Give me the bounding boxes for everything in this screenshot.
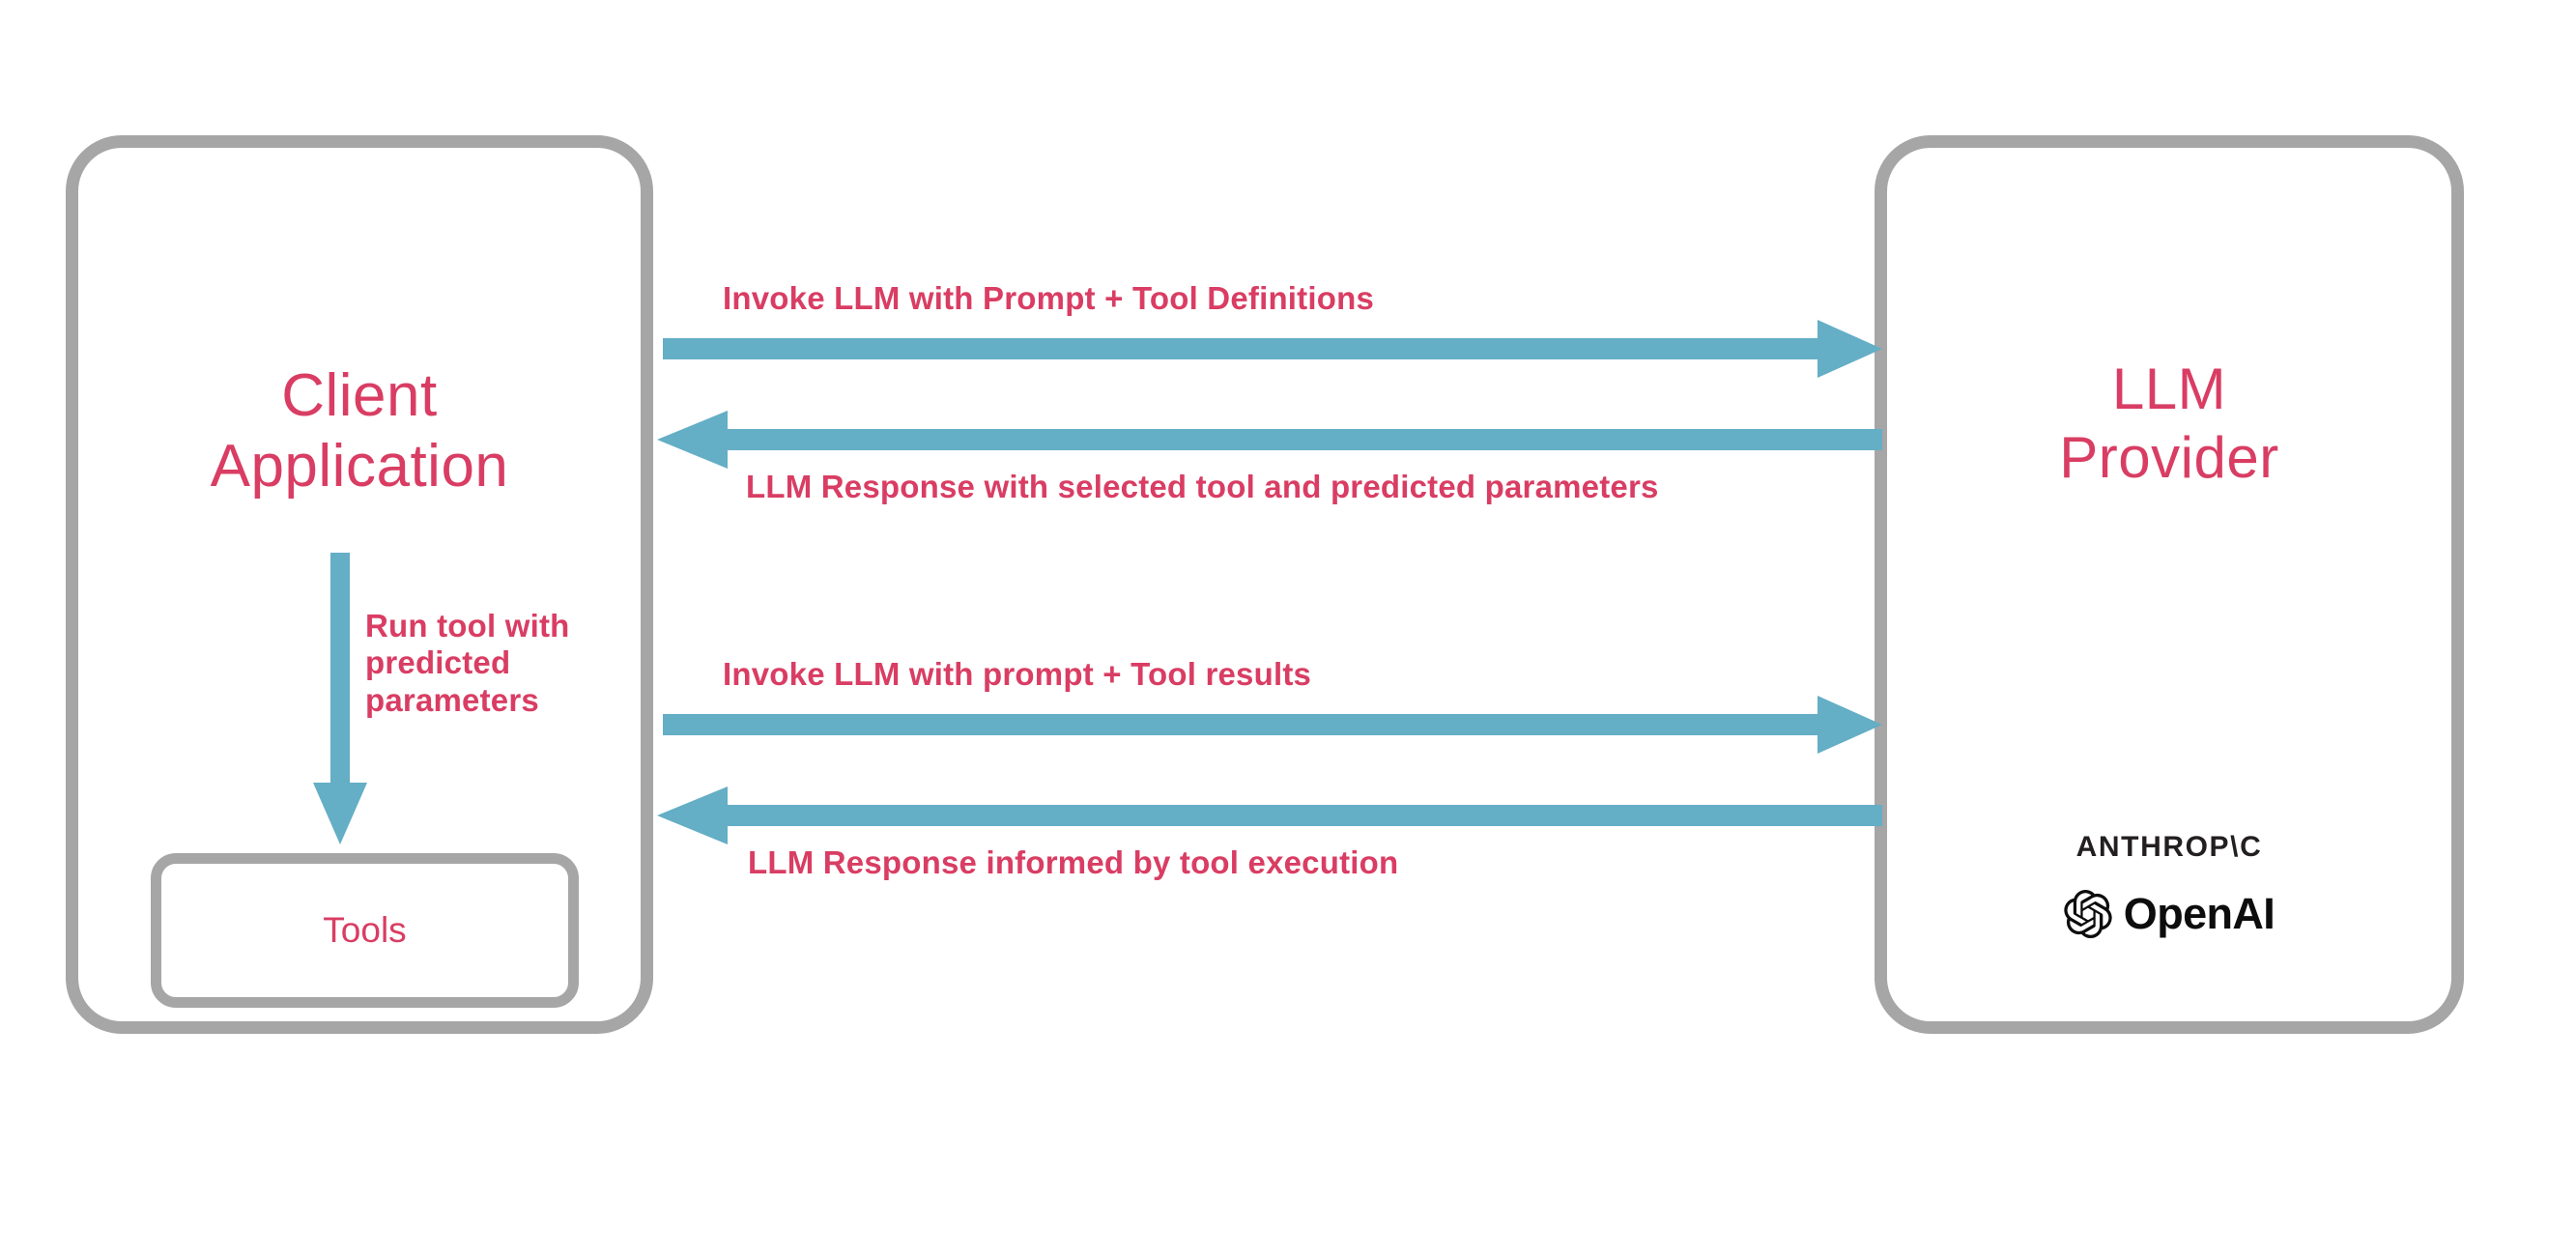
arrow-down-shape [313,553,367,844]
client-application-title: Client Application [78,360,641,501]
anthropic-logo: ANTHROP\C [2075,831,2263,863]
llm-provider-box: LLM Provider [1875,135,2464,1034]
llm-provider-title: LLM Provider [1887,356,2451,493]
provider-title-line-2: Provider [2059,424,2279,490]
arrow-left-shape [657,411,1882,469]
arrow-invoke-llm-with-prompt-and-tool-results [663,696,1882,754]
tools-label: Tools [323,910,407,950]
tools-box: Tools [151,853,579,1008]
provider-brand-stack: ANTHROP\C OpenAI [1875,831,2464,939]
client-title-line-1: Client [281,362,438,429]
client-title-line-2: Application [210,433,509,500]
openai-logo: OpenAI [2064,889,2275,939]
openai-wordmark: OpenAI [2123,889,2275,938]
arrow-label-response-1: LLM Response with selected tool and pred… [746,469,1659,504]
arrow-right-shape [663,320,1882,378]
arrow-llm-response-informed-by-tool-execution [657,786,1882,844]
arrow-label-invoke-2: Invoke LLM with prompt + Tool results [723,656,1312,692]
arrow-invoke-llm-with-prompt-and-tool-definitions [663,320,1882,378]
arrow-label-invoke-1: Invoke LLM with Prompt + Tool Definition… [723,280,1375,316]
client-application-box: Client Application Tools [66,135,653,1034]
arrow-left-shape-2 [657,786,1882,844]
arrow-llm-response-with-selected-tool [657,411,1882,469]
arrow-right-shape-2 [663,696,1882,754]
arrow-label-response-2: LLM Response informed by tool execution [748,844,1399,880]
openai-spiral-icon [2064,890,2112,938]
arrow-run-tool-with-predicted-parameters [311,553,369,844]
provider-title-line-1: LLM [2111,357,2227,421]
arrow-label-run-tool: Run tool with predicted parameters [365,608,570,718]
